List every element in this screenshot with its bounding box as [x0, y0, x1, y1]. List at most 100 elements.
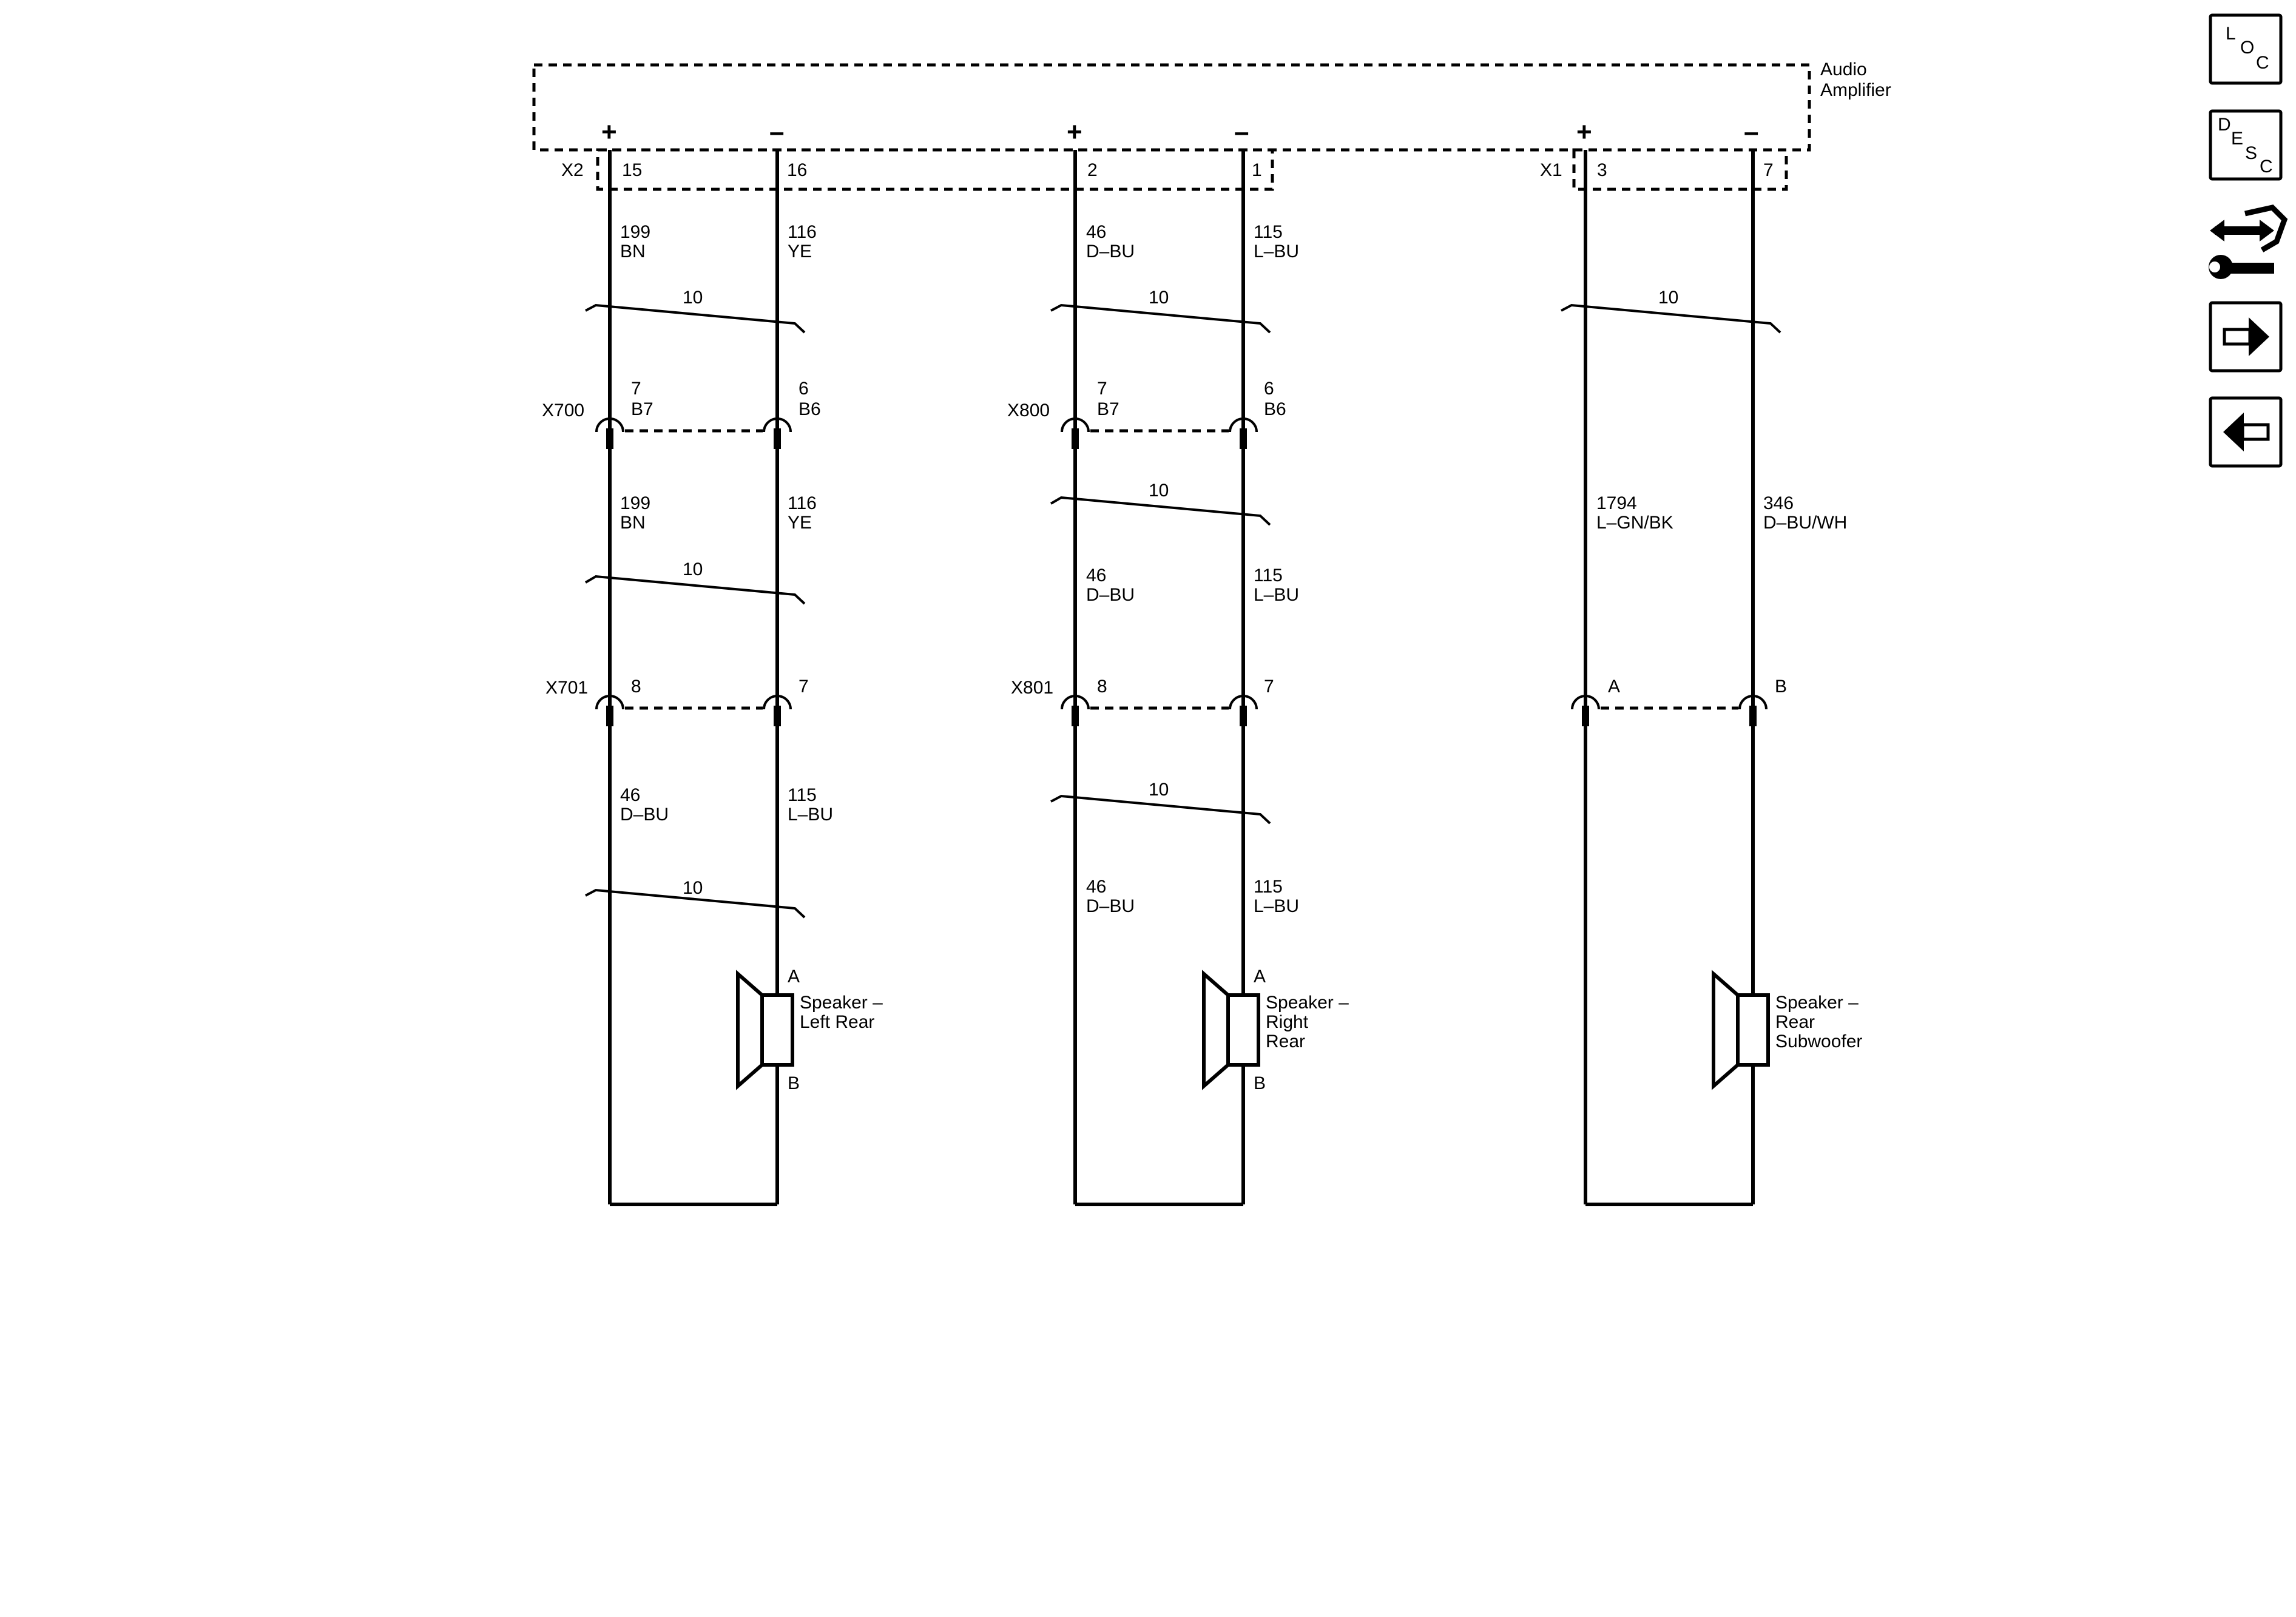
- x700-neg-pin-body: [774, 428, 781, 449]
- audio-amplifier: Audio Amplifier X2 X1 + – + – + –: [532, 59, 1891, 191]
- x800-pos-pin: 7: [1097, 379, 1107, 399]
- wire-c1-pos-color-1: BN: [620, 241, 646, 262]
- subwoofer-conn-neg-pin-body: [1749, 706, 1757, 726]
- amplifier-name-line1: Audio: [1820, 59, 1867, 79]
- subwoofer-conn-neg-pin: B: [1775, 677, 1787, 697]
- wire-c1-neg-num-1: 116: [788, 222, 817, 242]
- speaker-rear-subwoofer-name-1: Speaker –: [1775, 993, 1859, 1013]
- previous-button[interactable]: [2209, 396, 2283, 468]
- amplifier-name-line2: Amplifier: [1820, 80, 1891, 100]
- location-button[interactable]: L O C: [2209, 13, 2283, 85]
- twisted-pair-c2-3: [1050, 794, 1271, 825]
- wire-c3-neg-num: 346: [1763, 493, 1794, 513]
- wire-c2-pos-num-2: 46: [1086, 565, 1106, 586]
- x801-neg-pin: 7: [1264, 677, 1274, 697]
- twisted-pair-c1-1: [585, 303, 806, 334]
- connector-wrench-icon[interactable]: [2209, 204, 2288, 279]
- wire-c2-pos-num-3: 46: [1086, 877, 1106, 897]
- description-button[interactable]: D E S C: [2209, 109, 2283, 181]
- twisted-pair-c1-3: [585, 888, 806, 919]
- x801-pos-pin: 8: [1097, 677, 1107, 697]
- wire-c2-pos-color-3: D–BU: [1086, 896, 1135, 916]
- nav-toolbar: L O C D E S C: [2209, 13, 2288, 468]
- wire-c2-neg-num-3: 115: [1254, 877, 1283, 897]
- circuit-rear-subwoofer: 3 7 10 1794 L–GN/BK 346 D–BU/WH A B Spea…: [1561, 150, 1862, 1206]
- speaker-right-rear-name-3: Rear: [1266, 1031, 1305, 1052]
- twisted-pair-c1-2: [584, 575, 806, 605]
- x700-pos-pin-body: [606, 428, 613, 449]
- speaker-rear-subwoofer-icon: [1712, 970, 1770, 1090]
- wire-c1-neg-num-2: 116: [788, 493, 817, 513]
- twist-c2-3: 10: [1149, 780, 1169, 800]
- wire-c2-neg-color-1: L–BU: [1254, 241, 1299, 262]
- x800-pos-pin-body: [1072, 428, 1079, 449]
- speaker-right-rear-pin-a: A: [1254, 967, 1266, 987]
- circuit-left-rear: 15 16 199 BN 116 YE 10 X700 7 B7 6 B6 19…: [542, 150, 883, 1206]
- wire-c1-pos-color-3: D–BU: [620, 805, 669, 825]
- wire-c2-neg-color-2: L–BU: [1254, 585, 1299, 605]
- twisted-pair-c2-1: [1050, 303, 1271, 334]
- pin-c3-pos: 3: [1597, 160, 1607, 180]
- speaker-left-rear-pin-a: A: [788, 967, 800, 987]
- twisted-pair-c2-2: [1050, 496, 1271, 526]
- plus-sign-c3: +: [1576, 117, 1592, 147]
- speaker-left-rear-pin-b: B: [788, 1073, 800, 1093]
- location-letter-1: L: [2226, 24, 2236, 44]
- x801-pos-pin-body: [1072, 706, 1079, 726]
- minus-sign-c1: –: [769, 117, 784, 147]
- x700-neg-terminal: [763, 417, 792, 433]
- x701-pos-pin-body: [606, 706, 613, 726]
- connector-x2-label: X2: [561, 160, 584, 180]
- circuit-right-rear: 2 1 46 D–BU 115 L–BU 10 X800 7 B7 6 B6 1…: [1007, 150, 1349, 1206]
- pin-c2-neg: 1: [1252, 160, 1262, 180]
- wire-c1-neg-color-2: YE: [788, 513, 812, 533]
- connector-x1-label: X1: [1540, 160, 1562, 180]
- wire-c1-pos-num-2: 199: [620, 493, 650, 513]
- connector-x1-outline: [1572, 148, 1788, 191]
- x701-neg-pin: 7: [799, 677, 809, 697]
- wire-c1-neg-num-3: 115: [788, 785, 817, 805]
- speaker-right-rear-name-2: Right: [1266, 1012, 1309, 1032]
- wire-c1-pos-num-3: 46: [620, 785, 640, 805]
- pin-c1-pos: 15: [622, 160, 642, 180]
- wire-c2-neg-num-2: 115: [1254, 565, 1283, 586]
- x800-pos-terminal: [1061, 417, 1090, 433]
- connector-x701-label: X701: [545, 678, 588, 698]
- plus-sign-c2: +: [1067, 117, 1082, 147]
- speaker-right-rear-icon: [1202, 970, 1260, 1090]
- x801-neg-terminal: [1229, 695, 1258, 710]
- x700-pos-pin: 7: [631, 379, 641, 399]
- x800-neg-pin-body: [1240, 428, 1247, 449]
- subwoofer-conn-pos-pin-body: [1582, 706, 1589, 726]
- x800-neg-cavity: B6: [1264, 399, 1286, 419]
- x700-pos-terminal: [595, 417, 624, 433]
- subwoofer-conn-neg-terminal: [1738, 695, 1768, 710]
- x801-neg-pin-body: [1240, 706, 1247, 726]
- amplifier-outline: [532, 63, 1811, 152]
- arrow-left-icon: [2223, 413, 2270, 451]
- location-letter-3: C: [2256, 53, 2269, 73]
- connector-x700-label: X700: [542, 400, 584, 420]
- x801-pos-terminal: [1061, 695, 1090, 710]
- wire-c1-pos-color-2: BN: [620, 513, 646, 533]
- location-letter-2: O: [2240, 38, 2254, 58]
- x701-neg-terminal: [763, 695, 792, 710]
- next-button[interactable]: [2209, 301, 2283, 373]
- twist-c3-1: 10: [1658, 288, 1678, 308]
- subwoofer-conn-pos-terminal: [1571, 695, 1600, 710]
- wire-c3-neg-color: D–BU/WH: [1763, 513, 1847, 533]
- speaker-left-rear-icon: [736, 970, 794, 1090]
- x701-pos-terminal: [595, 695, 624, 710]
- arrow-right-icon: [2223, 317, 2269, 356]
- wire-c1-neg-color-3: L–BU: [788, 805, 833, 825]
- wire-c3-pos-color: L–GN/BK: [1596, 513, 1673, 533]
- speaker-right-rear-name-1: Speaker –: [1266, 993, 1349, 1013]
- twist-c2-1: 10: [1149, 288, 1169, 308]
- connector-x800-label: X800: [1007, 400, 1050, 420]
- pin-c1-neg: 16: [787, 160, 807, 180]
- twist-c1-1: 10: [683, 288, 703, 308]
- connector-x2-outline: [596, 148, 1274, 191]
- description-letter-2: E: [2231, 129, 2243, 149]
- speaker-rear-subwoofer-name-3: Subwoofer: [1775, 1031, 1862, 1052]
- speaker-rear-subwoofer-name-2: Rear: [1775, 1012, 1815, 1032]
